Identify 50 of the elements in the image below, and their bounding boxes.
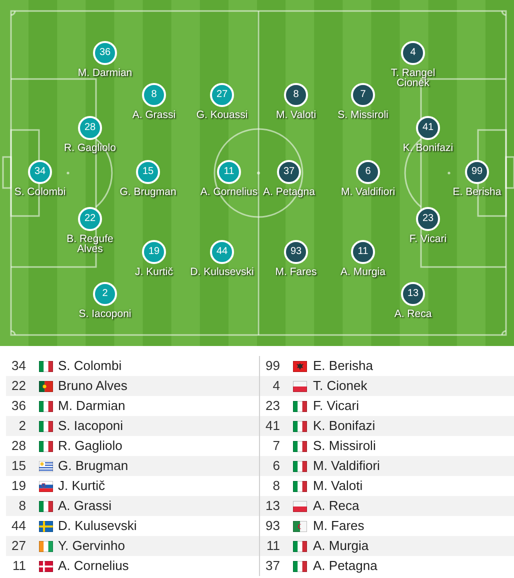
shirt-number: 7 bbox=[272, 437, 280, 455]
shirt-number: 2 bbox=[18, 417, 26, 435]
shirt-number: 23 bbox=[266, 397, 280, 415]
player-name: D. Kulusevski bbox=[58, 517, 137, 535]
player-name: S. Iacoponi bbox=[58, 417, 124, 435]
player-name: A. Petagna bbox=[313, 557, 378, 575]
shirt-number: 37 bbox=[266, 557, 280, 575]
shirt-number: 8 bbox=[18, 497, 26, 515]
shirt-number: 36 bbox=[12, 397, 26, 415]
player-name: F. Vicari bbox=[313, 397, 359, 415]
shirt-number: 19 bbox=[12, 477, 26, 495]
shirt-number: 93 bbox=[266, 517, 280, 535]
player-name: J. Kurtič bbox=[58, 477, 105, 495]
player-name: A. Reca bbox=[313, 497, 360, 515]
shirt-number: 44 bbox=[12, 517, 26, 535]
shirt-number: 15 bbox=[12, 457, 26, 475]
player-name: M. Valdifiori bbox=[313, 457, 380, 475]
shirt-number: 34 bbox=[12, 357, 26, 375]
player-name: S. Colombi bbox=[14, 187, 66, 197]
player-name: R. Gagliolo bbox=[58, 437, 122, 455]
player-name: T. Rangel Cionek bbox=[390, 68, 436, 88]
player-name: A. Grassi bbox=[58, 497, 112, 515]
player-name: Y. Gervinho bbox=[58, 537, 125, 555]
shirt-number: 27 bbox=[12, 537, 26, 555]
player-name: M. Fares bbox=[313, 517, 364, 535]
shirt-number: 99 bbox=[266, 357, 280, 375]
player-name: B. Regufe Alves bbox=[66, 234, 114, 254]
shirt-number: 8 bbox=[272, 477, 280, 495]
player-name: A. Reca bbox=[394, 309, 432, 319]
player-name: E. Berisha bbox=[313, 357, 373, 375]
shirt-number: 11 bbox=[266, 537, 280, 555]
shirt-number: 6 bbox=[272, 457, 280, 475]
player-name: S. Colombi bbox=[58, 357, 122, 375]
shirt-number: 11 bbox=[12, 557, 26, 575]
player-name: K. Bonifazi bbox=[313, 417, 376, 435]
player-name: M. Valoti bbox=[313, 477, 363, 495]
player-name: R. Gagliolo bbox=[64, 143, 116, 153]
player-name: M. Darmian bbox=[58, 397, 126, 415]
shirt-number: 4 bbox=[272, 377, 280, 395]
shirt-number: 13 bbox=[266, 497, 280, 515]
shirt-number: 28 bbox=[12, 437, 26, 455]
shirt-number: 41 bbox=[266, 417, 280, 435]
player-name: Bruno Alves bbox=[58, 377, 128, 395]
player-name: A. Cornelius bbox=[58, 557, 129, 575]
shirt-number: 22 bbox=[12, 377, 26, 395]
player-name: G. Brugman bbox=[58, 457, 128, 475]
player-name: A. Murgia bbox=[313, 537, 369, 555]
player-name: T. Cionek bbox=[313, 377, 368, 395]
player-name: E. Berisha bbox=[452, 187, 502, 197]
player-name: S. Missiroli bbox=[313, 437, 376, 455]
